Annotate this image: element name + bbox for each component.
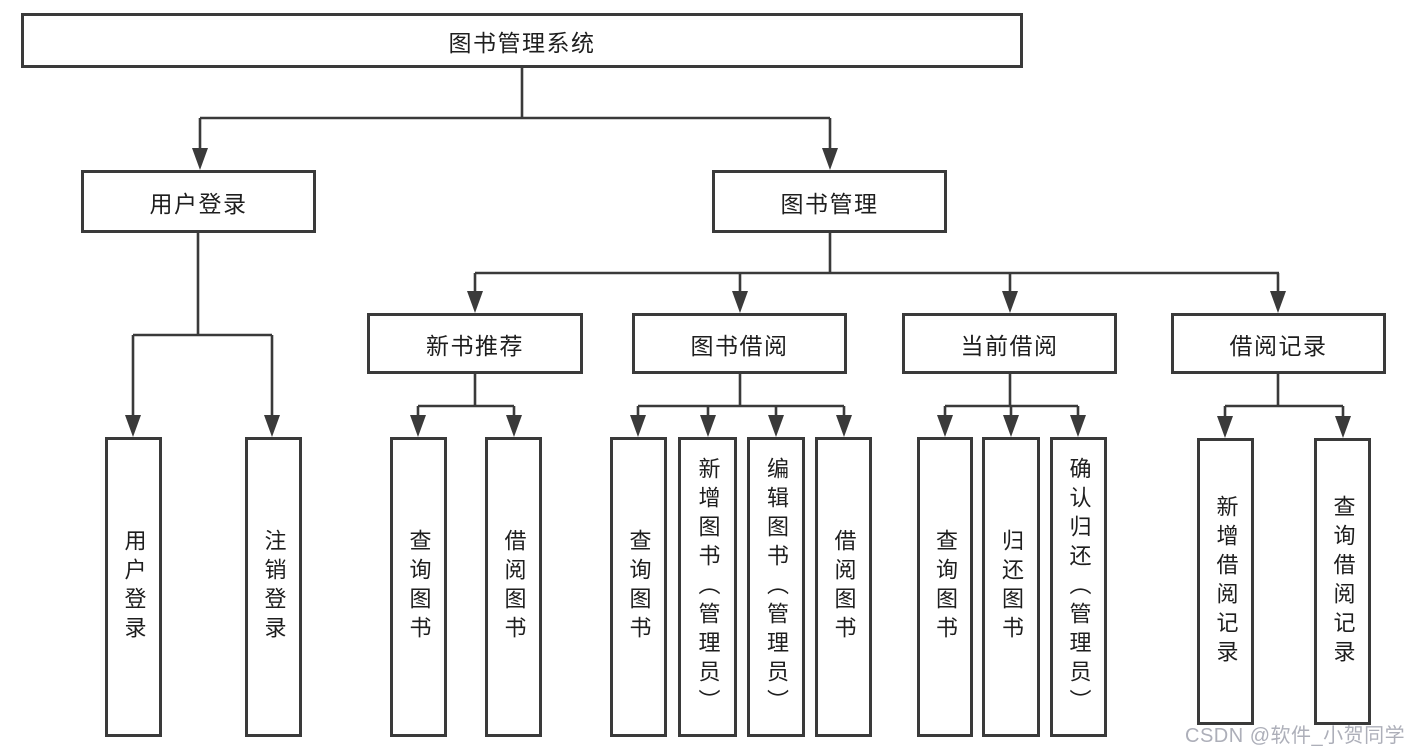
leaf-add-borrow-record: 新增借阅记录 <box>1197 438 1254 725</box>
node-label: 查询图书 <box>933 529 958 645</box>
node-label: 借阅记录 <box>1229 332 1328 359</box>
leaf-edit-books-admin: 编辑图书（管理员） <box>747 437 805 737</box>
node-book-borrowing: 图书借阅 <box>632 313 847 374</box>
node-label: 图书管理系统 <box>448 29 596 56</box>
node-user-login: 用户登录 <box>81 170 316 233</box>
leaf-borrow-books-recommend: 借阅图书 <box>485 437 542 737</box>
leaf-query-books-borrow: 查询图书 <box>610 437 667 737</box>
node-label: 编辑图书（管理员） <box>764 456 789 718</box>
node-label: 当前借阅 <box>960 332 1059 359</box>
node-new-book-recommendation: 新书推荐 <box>367 313 583 374</box>
csdn-watermark: CSDN @软件_小贺同学 <box>1185 725 1405 747</box>
node-label: 用户登录 <box>121 529 147 645</box>
node-label: 查询图书 <box>406 529 432 645</box>
leaf-query-books-current: 查询图书 <box>917 437 973 737</box>
node-root-library-system: 图书管理系统 <box>21 13 1023 68</box>
arrowheads <box>125 148 1351 438</box>
node-label: 新增借阅记录 <box>1213 494 1239 669</box>
node-book-management: 图书管理 <box>712 170 947 233</box>
node-label: 图书管理 <box>780 190 879 217</box>
node-label: 图书借阅 <box>690 332 789 359</box>
node-label: 借阅图书 <box>501 529 527 645</box>
leaf-query-borrow-record: 查询借阅记录 <box>1314 438 1371 725</box>
node-label: 用户登录 <box>149 190 248 217</box>
node-label: 注销登录 <box>261 529 287 645</box>
node-label: 查询图书 <box>626 529 652 645</box>
node-current-borrowing: 当前借阅 <box>902 313 1117 374</box>
node-label: 确认归还（管理员） <box>1066 456 1092 718</box>
leaf-user-login: 用户登录 <box>105 437 162 737</box>
leaf-confirm-return-admin: 确认归还（管理员） <box>1050 437 1107 737</box>
node-label: 新书推荐 <box>426 332 524 359</box>
leaf-logout: 注销登录 <box>245 437 302 737</box>
node-label: 归还图书 <box>999 529 1024 645</box>
node-label: 借阅图书 <box>831 529 857 645</box>
leaf-borrow-books: 借阅图书 <box>815 437 872 737</box>
leaf-return-books: 归还图书 <box>982 437 1040 737</box>
leaf-query-books-recommend: 查询图书 <box>390 437 447 737</box>
leaf-add-books-admin: 新增图书（管理员） <box>678 437 737 737</box>
node-borrowing-records: 借阅记录 <box>1171 313 1386 374</box>
node-label: 新增图书（管理员） <box>695 456 721 718</box>
node-label: 查询借阅记录 <box>1330 494 1356 669</box>
